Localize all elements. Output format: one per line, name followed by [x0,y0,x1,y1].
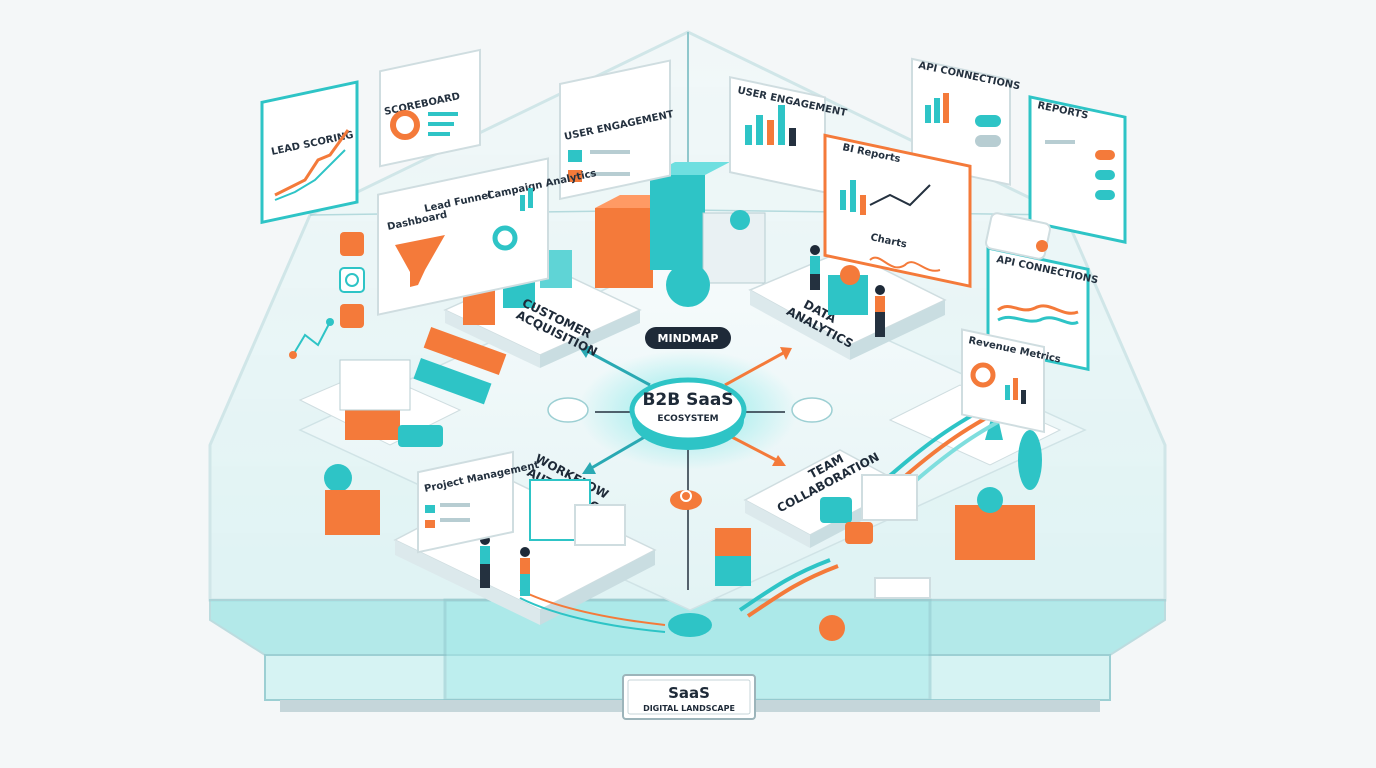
center-hub: B2B SaaS ECOSYSTEM [629,377,747,450]
chat-icon [820,474,931,599]
panel-marketing: Dashboard Lead Funnel Campaign Analytics [377,157,597,316]
hub-subtitle: ECOSYSTEM [657,414,718,424]
person-worker-2 [520,547,530,596]
person-analyst-1 [810,245,820,290]
panel-scoreboard: SCOREBOARD [379,48,481,168]
person-worker-1 [480,535,490,588]
plaque-subtitle: DIGITAL LANDSCAPE [643,704,735,713]
platform-data-analytics: DATA ANALYTICS [748,249,947,360]
hub-title: B2B SaaS [642,390,733,410]
people [480,245,885,596]
mindmap-label: MINDMAP [658,332,719,345]
panel-bi-reports: BI Reports Charts [823,133,972,288]
mindmap-tag: MINDMAP [645,327,731,349]
person-analyst-2 [875,285,885,337]
panel-user-engagement-2: USER ENGAGEMENT [729,75,848,194]
panel-user-engagement-1: USER ENGAGEMENT [559,59,675,201]
left-blocks [298,326,507,535]
right-tag [985,212,1051,260]
storage-disc [547,397,589,423]
base-plaque: SaaS DIGITAL LANDSCAPE [622,674,756,720]
plaque-title: SaaS [668,684,710,702]
sphere [666,263,710,307]
gear-icon [680,490,692,502]
gear-icon-left [345,273,359,287]
left-icon-tiles [289,232,365,359]
panel-lead-scoring: LEAD SCORING [260,80,359,225]
cube-cluster [595,162,766,307]
panel-api-connections-2: API CONNECTIONS [986,246,1099,372]
panel-reports: REPORTS [1028,95,1127,244]
hub-arrows [578,346,792,590]
chart-disc [791,397,833,423]
